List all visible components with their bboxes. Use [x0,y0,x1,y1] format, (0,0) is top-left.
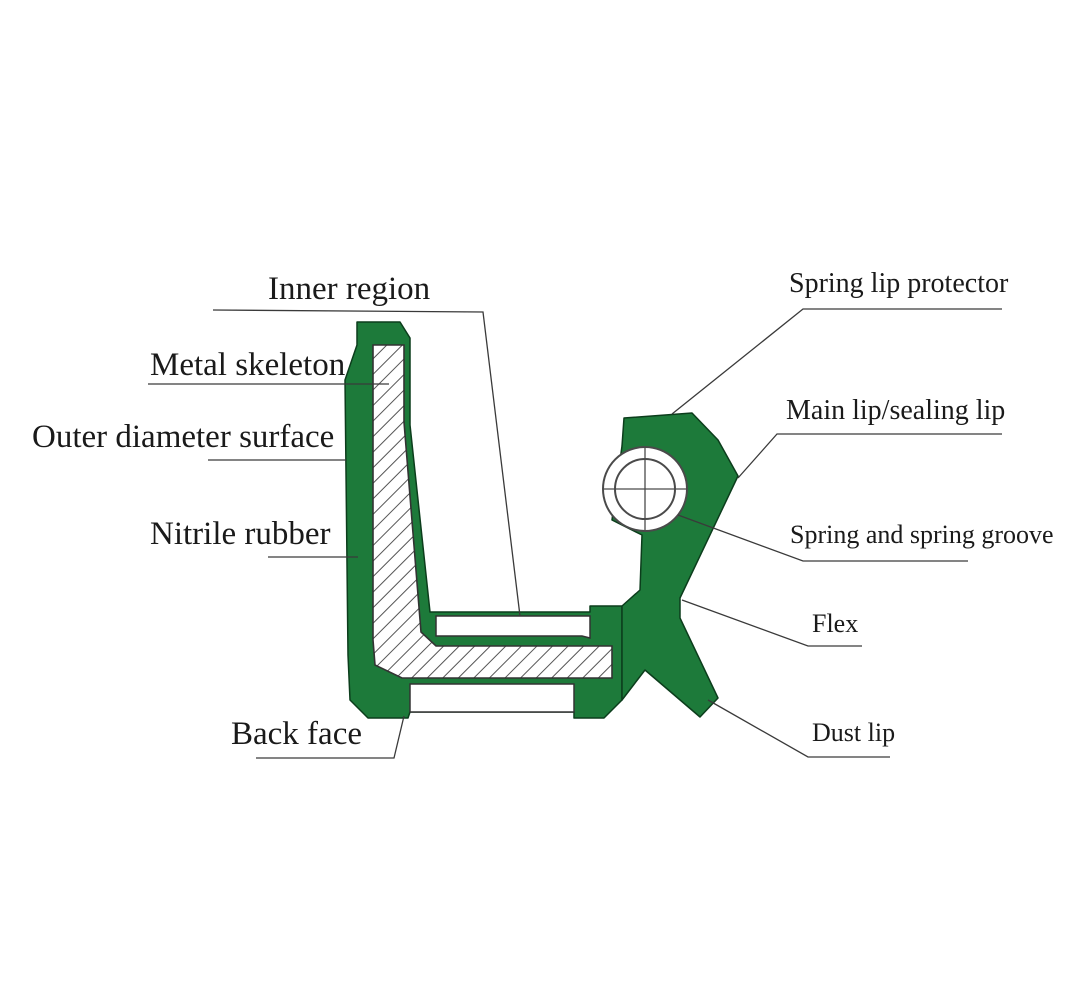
label-nitrile-rubber: Nitrile rubber [150,516,331,552]
leader-dust-lip [707,699,890,758]
label-flex: Flex [812,609,858,638]
diagram-labels: Inner region Metal skeleton Outer diamet… [32,268,1054,752]
leader-flex [681,599,862,647]
leader-main-lip [737,433,1002,479]
label-outer-diameter-surface: Outer diameter surface [32,419,334,455]
seal-cross-section [344,321,739,719]
metal-skeleton [372,344,613,679]
inner-region-channel [435,615,591,639]
garter-spring [602,446,688,532]
leader-inner-region [212,309,521,617]
label-main-lip: Main lip/sealing lip [786,395,1005,426]
label-dust-lip: Dust lip [812,718,895,747]
leader-spring-lip-protector [671,308,1002,415]
label-spring-lip-protector: Spring lip protector [789,268,1009,299]
back-face-channel [409,683,575,713]
label-back-face: Back face [231,716,362,752]
label-spring-groove: Spring and spring groove [790,520,1054,549]
label-inner-region: Inner region [268,271,430,307]
leader-spring-groove [677,514,968,562]
leader-lines [148,308,1002,759]
leader-back-face [256,715,405,759]
label-metal-skeleton: Metal skeleton [150,347,345,383]
